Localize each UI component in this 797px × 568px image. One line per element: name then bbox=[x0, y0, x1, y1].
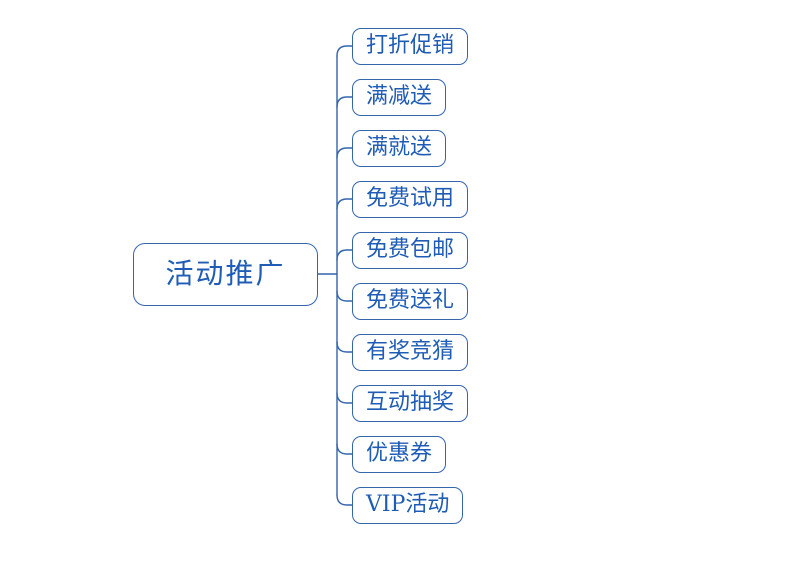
mindmap-child-node[interactable]: 免费试用 bbox=[352, 180, 469, 218]
mindmap-child-node[interactable]: 有奖竞猜 bbox=[352, 333, 469, 371]
mindmap-child-node[interactable]: 优惠券 bbox=[352, 435, 447, 473]
mindmap-child-node[interactable]: 互动抽奖 bbox=[352, 384, 469, 422]
mindmap-child-node[interactable]: 满减送 bbox=[352, 78, 447, 116]
mindmap-child-node[interactable]: 免费送礼 bbox=[352, 282, 469, 320]
mindmap-child-node[interactable]: 满就送 bbox=[352, 129, 447, 167]
mindmap-root-node[interactable]: 活动推广 bbox=[133, 243, 318, 306]
mindmap-child-node[interactable]: VIP活动 bbox=[352, 486, 464, 524]
mindmap-child-node[interactable]: 打折促销 bbox=[352, 27, 469, 65]
mindmap-child-node[interactable]: 免费包邮 bbox=[352, 231, 469, 269]
